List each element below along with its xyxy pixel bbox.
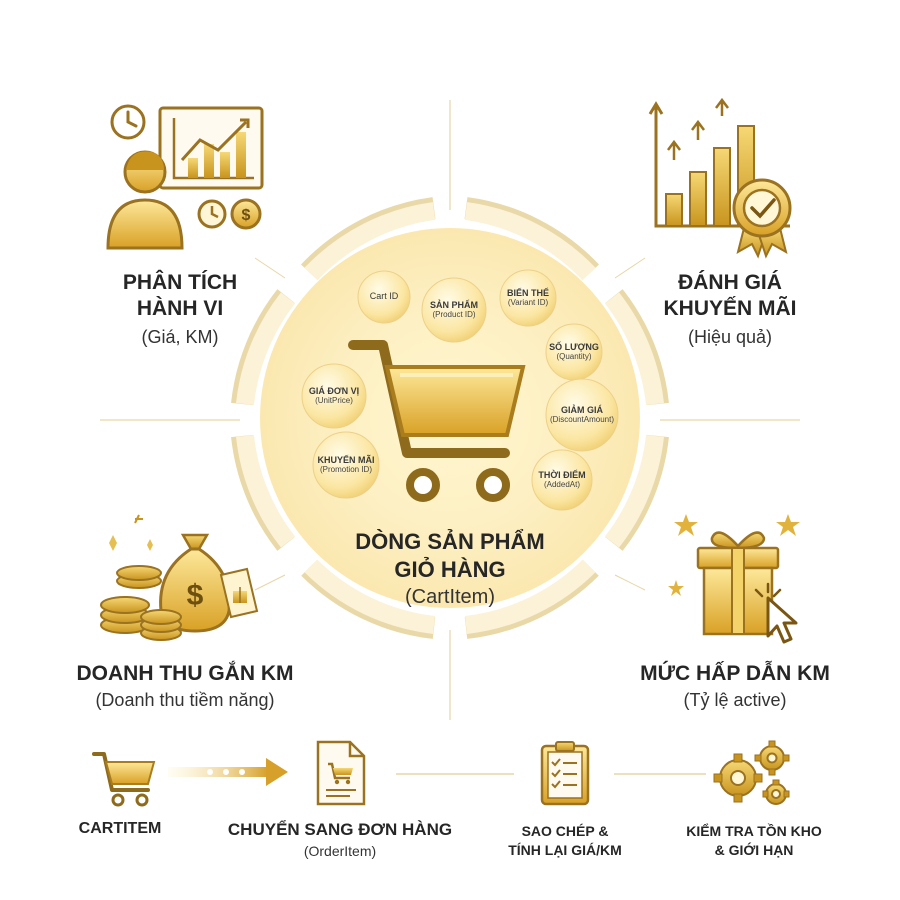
flow-step-convert-title: CHUYỂN SANG ĐƠN HÀNG [227, 820, 453, 839]
flow-step-copy-line2: TÍNH LẠI GIÁ/KM [508, 842, 622, 858]
bubble-added-at [531, 449, 593, 511]
flow-step-copy: SAO CHÉP & TÍNH LẠI GIÁ/KM [480, 822, 650, 860]
flow-step-cartitem: CARTITEM [78, 820, 162, 837]
connector-bottom-right [614, 574, 646, 591]
money-bag-coins-icon: $ [100, 514, 259, 641]
flow-step-stock-line1: KIỂM TRA TỒN KHO [686, 823, 822, 839]
flow-step-copy-line1: SAO CHÉP & [521, 823, 609, 839]
svg-text:$: $ [242, 207, 251, 224]
center-title-line1: DÒNG SẢN PHẨM [355, 529, 545, 554]
bar-chart-badge-icon [648, 97, 792, 259]
connector-bottom-left [254, 574, 286, 591]
bubble-cart-id [357, 270, 411, 324]
field-discount: GIẢM GIÁ(DiscountAmount) [549, 405, 615, 425]
top-right-title-line1: ĐÁNH GIÁ [678, 271, 782, 294]
flow-step-convert-sub: (OrderItem) [303, 843, 377, 859]
top-right-sub: (Hiệu quả) [687, 327, 773, 347]
top-left-title-line1: PHÂN TÍCH [122, 271, 238, 294]
bottom-right-sub: (Tỷ lệ active) [683, 690, 787, 710]
bottom-right-title: MỨC HẤP DẪN KM [640, 662, 830, 685]
cart-icon [92, 752, 156, 807]
person-chart-icon: $ [106, 104, 264, 250]
flow-graphics [168, 758, 706, 786]
field-added-at: THỜI ĐIỂM(AddedAt) [538, 470, 586, 490]
gift-cursor-icon [668, 514, 800, 644]
bottom-left-sub: (Doanh thu tiềm năng) [95, 690, 275, 710]
flow-step-stock: KIỂM TRA TỒN KHO & GIỚI HẠN [664, 822, 844, 860]
top-left-title-line2: HÀNH VI [136, 297, 224, 320]
field-quantity: SỐ LƯỢNG(Quantity) [549, 342, 599, 362]
bubble-discount [545, 378, 619, 452]
field-cart-id: Cart ID [369, 291, 399, 301]
gears-icon [713, 740, 790, 805]
flow-arrow-head [266, 758, 288, 786]
top-left-title: PHÂN TÍCH HÀNH VI [80, 270, 280, 322]
field-variant: BIẾN THỂ(Variant ID) [506, 288, 549, 308]
outer-ring-inner [236, 202, 664, 634]
connector-top-left [254, 257, 286, 279]
center-title-line2: GIỎ HÀNG [394, 557, 506, 582]
bottom-left-title: DOANH THU GẮN KM [76, 662, 294, 685]
connector-top-right [614, 257, 646, 279]
flow-step-stock-line2: & GIỚI HẠN [714, 842, 794, 858]
bubble-variant [499, 269, 557, 327]
clipboard-checklist-icon [540, 741, 590, 806]
field-promotion: KHUYẾN MÃI(Promotion ID) [317, 455, 375, 475]
bubble-promotion [312, 431, 380, 499]
top-right-title: ĐÁNH GIÁ KHUYẾN MÃI [630, 270, 830, 322]
center-title: DÒNG SẢN PHẨM GIỎ HÀNG [300, 528, 600, 584]
bubble-unit-price [301, 363, 367, 429]
central-cart-icon [348, 340, 526, 502]
field-product: SẢN PHẨM(Product ID) [429, 300, 478, 320]
bubble-product [421, 277, 487, 343]
center-subtitle: (CartItem) [405, 586, 495, 608]
top-right-title-line2: KHUYẾN MÃI [663, 297, 797, 320]
document-cart-icon [316, 740, 366, 806]
top-left-sub: (Giá, KM) [141, 327, 219, 347]
svg-text:$: $ [187, 579, 204, 612]
flow-arrow-body [168, 767, 268, 777]
field-unit-price: GIÁ ĐƠN VỊ(UnitPrice) [308, 386, 360, 406]
